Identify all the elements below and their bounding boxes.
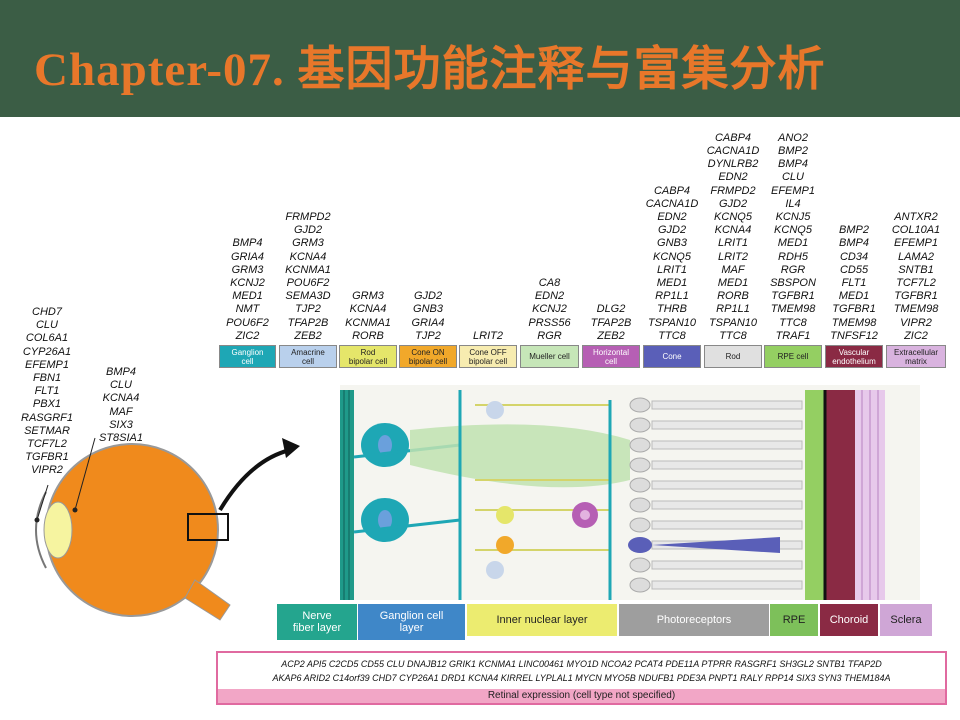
rod-outer-segment [651, 440, 803, 450]
optic-nerve [184, 579, 231, 621]
cell-label-extracellular-matrix: Extracellular matrix [886, 345, 946, 368]
rod-outer-segment [651, 500, 803, 510]
lens-pointer [74, 437, 96, 511]
gene-list-amacrine-cell: FRMPD2 GJD2 GRM3 KCNA4 KCNMA1 POU6F2 SEM… [285, 211, 331, 342]
rod-cell-body [629, 457, 651, 473]
layer-label-rpe: RPE [770, 604, 818, 636]
layer-label-inner-nuclear-layer: Inner nuclear layer [467, 604, 617, 636]
gene-list-cone: CABP4 CACNA1D EDN2 GJD2 GNB3 KCNQ5 LRIT1… [645, 184, 699, 342]
rod-cell-body [629, 417, 651, 433]
retinal-genes-row-2: AKAP6 ARID2 C14orf39 CHD7 CYP26A1 DRD1 K… [272, 673, 891, 683]
gene-list-mueller-cell: CA8 EDN2 KCNJ2 PRSS56 RGR [528, 277, 571, 342]
layer-label-sclera: Sclera [880, 604, 932, 636]
cell-label-rpe-cell: RPE cell [764, 345, 822, 368]
amacrine-cell-1 [486, 401, 504, 419]
lens-gene-list: BMP4 CLU KCNA4 MAF SIX3 ST8SIA1 [98, 366, 144, 445]
layer-label-choroid: Choroid [820, 604, 878, 636]
rod-cell-body [629, 437, 651, 453]
zoom-arrow [218, 448, 291, 512]
title-bar: Chapter-07. 基因功能注释与富集分析 [0, 0, 960, 117]
cell-label-vascular-endothelium: Vascular endothelium [825, 345, 883, 368]
cell-label-ganglion-cell: Ganglion cell [219, 345, 276, 368]
cell-label-horizontal-cell: Horizontal cell [582, 345, 640, 368]
eye-illustration [34, 437, 300, 621]
rod-cell-body [629, 517, 651, 533]
amacrine-cell-2 [486, 561, 504, 579]
rod-outer-segment [651, 580, 803, 590]
rod-cell-body [629, 557, 651, 573]
rod-cell-body [629, 577, 651, 593]
layer-label-photoreceptors: Photoreceptors [619, 604, 769, 636]
retinal-expression-caption: Retinal expression (cell type not specif… [218, 689, 945, 703]
cell-label-cone-on-bipolar-cell: Cone ON bipolar cell [399, 345, 457, 368]
nerve-fiber-band [340, 390, 354, 600]
rod-cell-body [629, 397, 651, 413]
layer-label-ganglion-cell-layer: Ganglion cell layer [358, 604, 465, 640]
bipolar-cell-2 [496, 536, 514, 554]
lens [43, 501, 73, 559]
cell-label-amacrine-cell: Amacrine cell [279, 345, 337, 368]
choroid-band [825, 390, 855, 600]
rod-cell-body [629, 497, 651, 513]
zoom-arrow-head [282, 438, 300, 458]
rod-cell-body [629, 477, 651, 493]
rod-outer-segment [651, 460, 803, 470]
mueller-cell-body [410, 424, 630, 488]
gene-list-rod: CABP4 CACNA1D DYNLRB2 EDN2 FRMPD2 GJD2 K… [706, 131, 760, 342]
cell-label-cone-off-bipolar-cell: Cone OFF bipolar cell [459, 345, 517, 368]
rod-outer-segment [651, 520, 803, 530]
retinal-genes-row-1: ACP2 API5 C2CD5 CD55 CLU DNAJB12 GRIK1 K… [281, 659, 882, 669]
gene-list-horizontal-cell: DLG2 TFAP2B ZEB2 [590, 303, 632, 342]
eye-outer-gene-list: CHD7 CLU COL6A1 CYP26A1 EFEMP1 FBN1 FLT1… [21, 306, 73, 477]
slide-title: Chapter-07. 基因功能注释与富集分析 [34, 44, 826, 96]
cornea [35, 491, 47, 569]
magnify-box [187, 513, 229, 541]
cone-cell [628, 537, 652, 553]
layer-label-nerve-fiber-layer: Nerve fiber layer [277, 604, 357, 640]
gene-list-rpe-cell: ANO2 BMP2 BMP4 CLU EFEMP1 IL4 KCNJ5 KCNQ… [770, 131, 816, 342]
gene-list-vascular-endothelium: BMP2 BMP4 CD34 CD55 FLT1 MED1 TGFBR1 TME… [830, 224, 878, 342]
cornea-pointer [36, 484, 49, 521]
rod-outer-segment [651, 420, 803, 430]
cell-label-rod-bipolar-cell: Rod bipolar cell [339, 345, 397, 368]
cell-label-cone: Cone [643, 345, 701, 368]
gene-list-extracellular-matrix: ANTXR2 COL10A1 EFEMP1 LAMA2 SNTB1 TCF7L2… [891, 211, 941, 342]
gene-list-rod-bipolar-cell: GRM3 KCNA4 KCNMA1 RORB [345, 290, 391, 342]
retinal-expression-box: ACP2 API5 C2CD5 CD55 CLU DNAJB12 GRIK1 K… [216, 651, 947, 705]
gene-list-ganglion-cell: BMP4 GRIA4 GRM3 KCNJ2 MED1 NMT POU6F2 ZI… [226, 237, 269, 342]
rod-outer-segment [651, 560, 803, 570]
rpe-band [805, 390, 825, 600]
gene-list-cone-on-bipolar-cell: GJD2 GNB3 GRIA4 TJP2 [411, 290, 445, 342]
gene-list-cone-off-bipolar-cell: LRIT2 [473, 329, 503, 342]
rod-outer-segment [651, 400, 803, 410]
rod-outer-segment [651, 480, 803, 490]
cell-label-rod: Rod [704, 345, 762, 368]
retina-cross-section [340, 385, 920, 600]
cell-label-mueller-cell: Mueller cell [520, 345, 579, 368]
bipolar-cell-1 [496, 506, 514, 524]
